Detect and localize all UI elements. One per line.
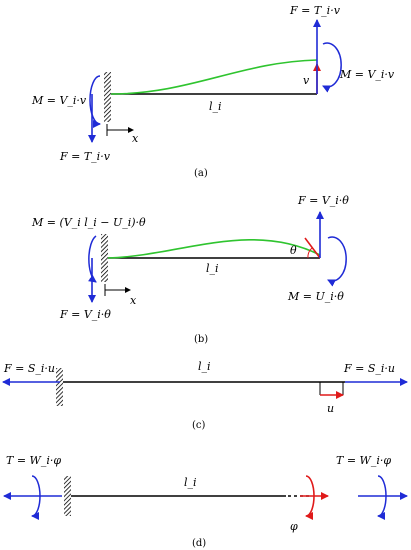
label-m-left-a: M = V_i·v (31, 94, 87, 107)
label-x-b: x (130, 294, 137, 307)
label-t-right-d: T = W_i·φ (336, 454, 391, 467)
moment-arrow-right-a (322, 42, 342, 93)
label-f-top-b: F = V_i·θ (297, 194, 349, 207)
support-b (101, 234, 108, 282)
caption-b: (b) (194, 334, 208, 345)
label-f-top-a: F = T_i·v (289, 4, 341, 17)
label-m-right-a: M = V_i·v (339, 68, 395, 81)
label-disp-a: v (303, 74, 310, 87)
label-t-left-d: T = W_i·φ (6, 454, 61, 467)
label-angle-b: θ (290, 244, 297, 257)
label-f-right-c: F = S_i·u (343, 362, 395, 375)
panel-c: F = S_i·u F = S_i·u l_i u (c) (2, 360, 408, 431)
label-length-a: l_i (209, 100, 222, 113)
torque-arrow-left-d (31, 475, 41, 520)
moment-arrow-right-b (327, 236, 347, 287)
panel-b: M = (V_i l_i − U_i)·θ F = V_i·θ θ M = U_… (31, 194, 349, 345)
panel-d: T = W_i·φ T = W_i·φ l_i φ (d) (3, 454, 408, 549)
label-f-bottom-b: F = V_i·θ (59, 308, 111, 321)
panel-a: F = T_i·v M = V_i·v M = V_i·v F = T_i·v … (31, 4, 395, 179)
label-disp-c: u (327, 402, 334, 415)
moment-arrow-left-b (87, 235, 97, 283)
support-c (56, 368, 63, 406)
deflected-shape-b (107, 238, 321, 259)
label-m-left-b: M = (V_i l_i − U_i)·θ (31, 216, 146, 229)
label-angle-d: φ (290, 520, 298, 533)
label-length-b: l_i (206, 262, 219, 275)
label-f-left-c: F = S_i·u (3, 362, 55, 375)
support-d (64, 476, 71, 516)
label-f-bottom-a: F = T_i·v (59, 150, 111, 163)
caption-a: (a) (194, 168, 208, 179)
deflected-shape-a (110, 59, 318, 95)
label-x-a: x (132, 132, 139, 145)
angle-arc-b (307, 247, 313, 259)
support-a (104, 72, 111, 122)
torque-arrow-right-d (377, 475, 387, 520)
label-length-d: l_i (184, 476, 197, 489)
label-length-c: l_i (198, 360, 211, 373)
label-m-right-b: M = U_i·θ (287, 290, 344, 303)
caption-c: (c) (192, 420, 206, 431)
caption-d: (d) (192, 538, 206, 549)
moment-arrow-left-a (89, 75, 101, 128)
rotation-line-b (304, 237, 321, 259)
